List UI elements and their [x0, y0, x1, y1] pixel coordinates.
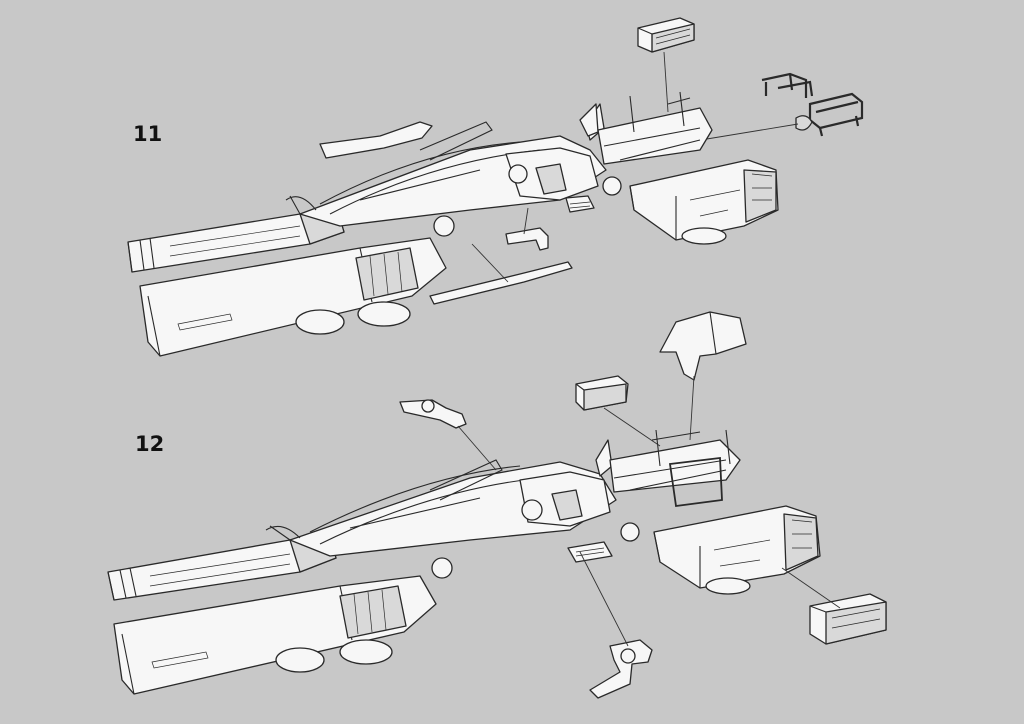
- step-11-link-part: [505, 227, 549, 251]
- step-11-strip-part: [429, 261, 573, 305]
- leader-line: [781, 567, 841, 609]
- leader-line: [457, 425, 497, 471]
- leader-line: [663, 51, 669, 113]
- step-12-cover-part: [659, 311, 747, 381]
- step-12-small-box-part: [575, 375, 629, 411]
- step-12-large-box-part: [809, 593, 887, 645]
- step-11-box-part: [637, 17, 695, 53]
- leader-line: [471, 243, 509, 283]
- step-12-lower-pod: [113, 575, 437, 695]
- step-12-barrel: [107, 537, 337, 601]
- step-number-12: 12: [135, 432, 165, 456]
- step-12-assembly: [107, 311, 887, 699]
- step-11-right-pod: [629, 159, 779, 245]
- leader-line: [579, 551, 629, 647]
- step-11-assembly: [127, 17, 864, 357]
- step-12-right-pod: [653, 505, 821, 595]
- step-12-arm-part-bottom: [589, 639, 653, 699]
- step-number-11: 11: [133, 122, 163, 146]
- leader-line: [689, 375, 695, 441]
- step-11-rack-part: [761, 72, 864, 137]
- leader-line: [603, 407, 661, 447]
- step-11-frame: [285, 91, 713, 237]
- step-11-upper-plate: [319, 121, 433, 159]
- step-11-lower-pod: [139, 237, 447, 357]
- leader-line: [523, 207, 529, 235]
- step-12-frame: [265, 429, 741, 579]
- step-12-arm-part-top: [399, 399, 467, 429]
